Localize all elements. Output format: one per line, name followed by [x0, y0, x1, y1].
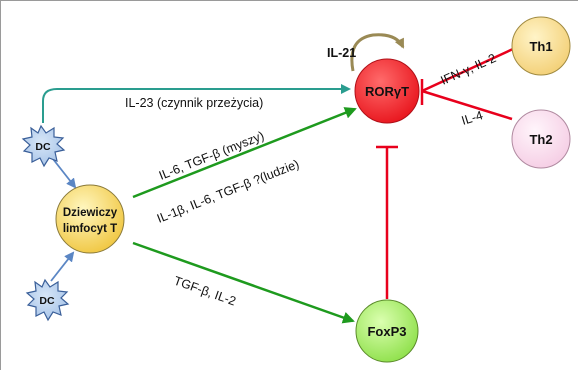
dc-top-label: DC [35, 141, 51, 153]
dc-bottom-node: DC [25, 278, 70, 322]
th2-node: Th2 [511, 109, 571, 169]
th2-label: Th2 [529, 132, 552, 147]
th1-node: Th1 [511, 16, 571, 76]
il21-loop-arrow [350, 33, 405, 72]
th2-cytokines-label: IL-4 [460, 108, 485, 128]
th1-label: Th1 [529, 39, 552, 54]
rorgt-label: RORγT [365, 84, 409, 99]
il23-arrow [42, 84, 351, 123]
naive-t-cell-circle [55, 184, 125, 254]
foxp3-label: FoxP3 [367, 324, 406, 339]
naive-t-cell-label-line1: Dziewiczy [63, 207, 118, 219]
il23-label: IL-23 (czynnik przeżycia) [125, 96, 263, 110]
dc-bottom-to-naive-arrow [50, 251, 75, 282]
il21-label: IL-21 [327, 46, 356, 60]
dc-top-star-shape [21, 124, 66, 168]
naive-to-foxp3-arrow [132, 241, 355, 324]
th2-inhibition-line [421, 89, 513, 121]
dc-top-to-naive-arrow [52, 158, 77, 189]
rorgt-circle [354, 58, 420, 124]
dc-bottom-label: DC [39, 295, 55, 307]
treg-cytokines-label: TGF-β, IL-2 [172, 274, 238, 309]
dc-bottom-star-shape [25, 278, 70, 322]
naive-t-cell-node: Dziewiczy limfocyt T [55, 184, 125, 254]
rorgt-node: RORγT [354, 58, 420, 124]
th2-circle [511, 109, 571, 169]
th1-circle [511, 16, 571, 76]
dc-top-node: DC [21, 124, 66, 168]
foxp3-node: FoxP3 [355, 299, 419, 363]
naive-t-cell-label-line2: limfocyt T [63, 223, 117, 235]
foxp3-circle [355, 299, 419, 363]
th1-cytokines-label: IFN-γ, IL-2 [439, 51, 499, 88]
th1-inhibition-line [421, 47, 514, 93]
naive-to-rorgt-arrow [132, 107, 357, 199]
